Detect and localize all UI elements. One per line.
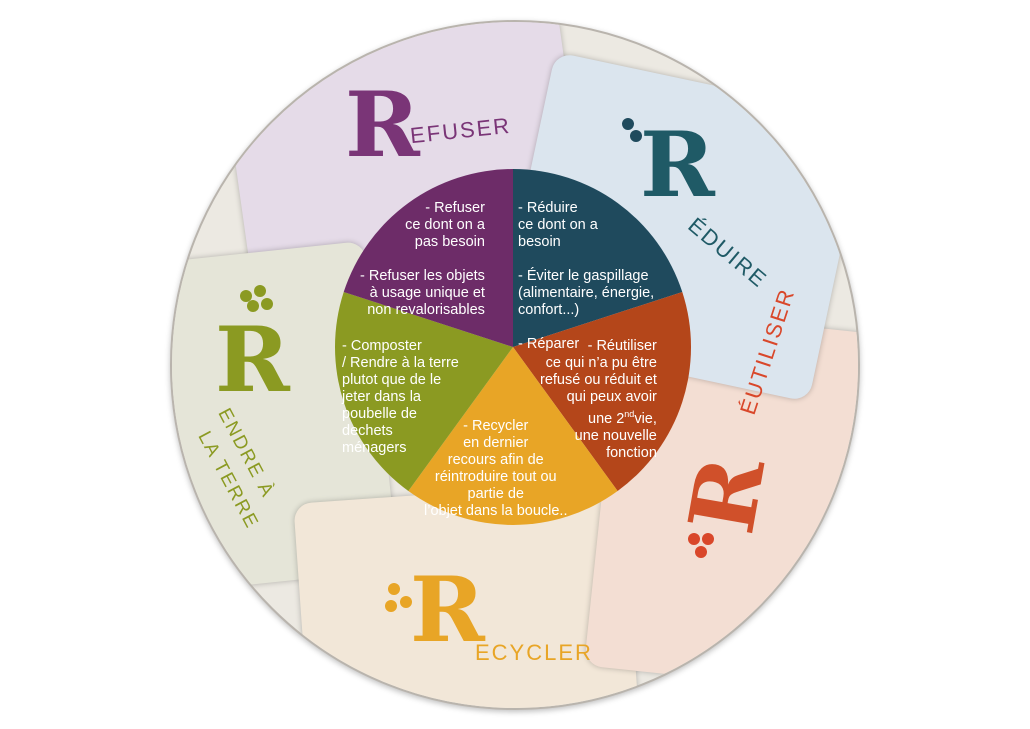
slice-text-refuser: - Refuser ce dont on a pas besoin - Refu… [360, 200, 485, 318]
reduire-r-logo: R [640, 112, 715, 218]
dot-icon [702, 533, 714, 545]
slice-text-rendre: - Composter / Rendre à la terre plutot q… [342, 338, 459, 456]
dot-icon [261, 298, 273, 310]
recycler-r-logo: R [410, 557, 485, 663]
reutiliser-r-logo: R [668, 448, 787, 542]
pie-slice-refuser [343, 169, 513, 347]
pie-slice-rendre [335, 291, 513, 492]
dot-icon [385, 600, 397, 612]
pie-slice-recycler [408, 347, 618, 525]
dot-icon [254, 285, 266, 297]
slice-text-reutiliser: - Réutiliser ce qui n’a pu être refusé o… [540, 338, 657, 461]
pie-slice-reutiliser [513, 291, 691, 492]
rendre-r-logo: R [215, 307, 290, 413]
dot-icon [622, 118, 634, 130]
dot-icon [688, 533, 700, 545]
dot-icon [400, 596, 412, 608]
refuser-r-logo: R [345, 72, 420, 178]
pie-chart [335, 169, 691, 525]
dot-icon [695, 546, 707, 558]
dot-icon [630, 130, 642, 142]
slice-text-recycler: - Recycler en dernier recours afin de ré… [424, 418, 568, 519]
recycler-label: ECYCLER [475, 640, 593, 665]
dot-icon [247, 300, 259, 312]
dot-icon [240, 290, 252, 302]
slice-text-reduire: - Réduire ce dont on a besoin - Éviter l… [518, 200, 655, 352]
dot-icon [388, 583, 400, 595]
pie-slice-reduire [513, 169, 683, 347]
